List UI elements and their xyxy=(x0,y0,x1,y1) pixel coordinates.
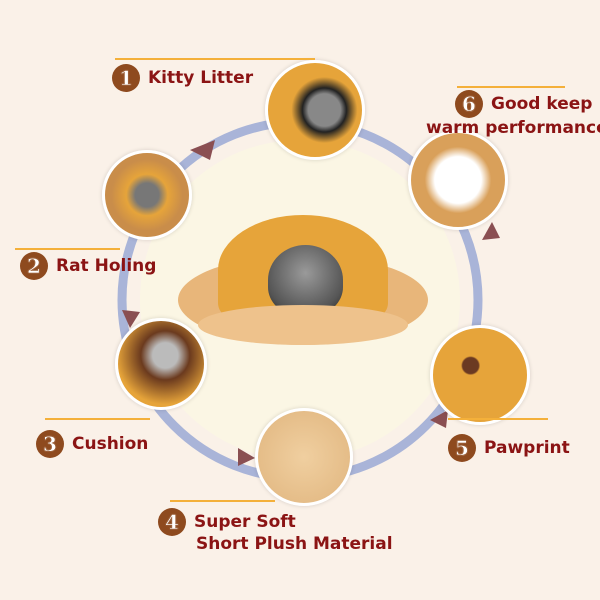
feature-title: Rat Holing xyxy=(56,256,157,276)
feature-2: 2 Rat Holing xyxy=(20,252,156,280)
feature-1: 1 Kitty Litter xyxy=(112,64,253,92)
accent-line xyxy=(15,248,120,250)
feature-4-subtitle: Short Plush Material xyxy=(196,534,393,554)
photo-plush xyxy=(255,408,353,506)
number-badge: 1 xyxy=(112,64,140,92)
number-badge: 4 xyxy=(158,508,186,536)
accent-line xyxy=(45,418,150,420)
arrow-icon xyxy=(122,310,140,328)
arrow-icon xyxy=(190,140,215,160)
accent-line xyxy=(115,58,315,60)
feature-title: Super Soft xyxy=(194,512,296,532)
feature-title: Kitty Litter xyxy=(148,68,254,88)
arrow-icon xyxy=(482,222,500,240)
product-photo-main xyxy=(178,215,428,345)
number-badge: 5 xyxy=(448,434,476,462)
accent-line xyxy=(448,418,548,420)
arrow-icon xyxy=(238,448,255,466)
feature-5: 5 Pawprint xyxy=(448,434,570,462)
photo-warm-lining xyxy=(408,130,508,230)
number-badge: 3 xyxy=(36,430,64,458)
feature-title: Pawprint xyxy=(484,438,570,458)
accent-line xyxy=(457,86,565,88)
arrow-icon xyxy=(430,410,448,428)
feature-title: Cushion xyxy=(72,434,149,454)
number-badge: 6 xyxy=(455,90,483,118)
photo-pawprint xyxy=(430,325,530,425)
accent-line xyxy=(170,500,275,502)
photo-cushion xyxy=(115,318,207,410)
feature-4: 4 Super Soft xyxy=(158,508,296,536)
feature-title: Good keep xyxy=(491,94,593,114)
photo-rat-holing xyxy=(102,150,192,240)
photo-kitty-litter xyxy=(265,60,365,160)
feature-6: 6 Good keep xyxy=(455,90,592,118)
feature-3: 3 Cushion xyxy=(36,430,148,458)
feature-6-subtitle: warm performance xyxy=(426,118,600,138)
number-badge: 2 xyxy=(20,252,48,280)
